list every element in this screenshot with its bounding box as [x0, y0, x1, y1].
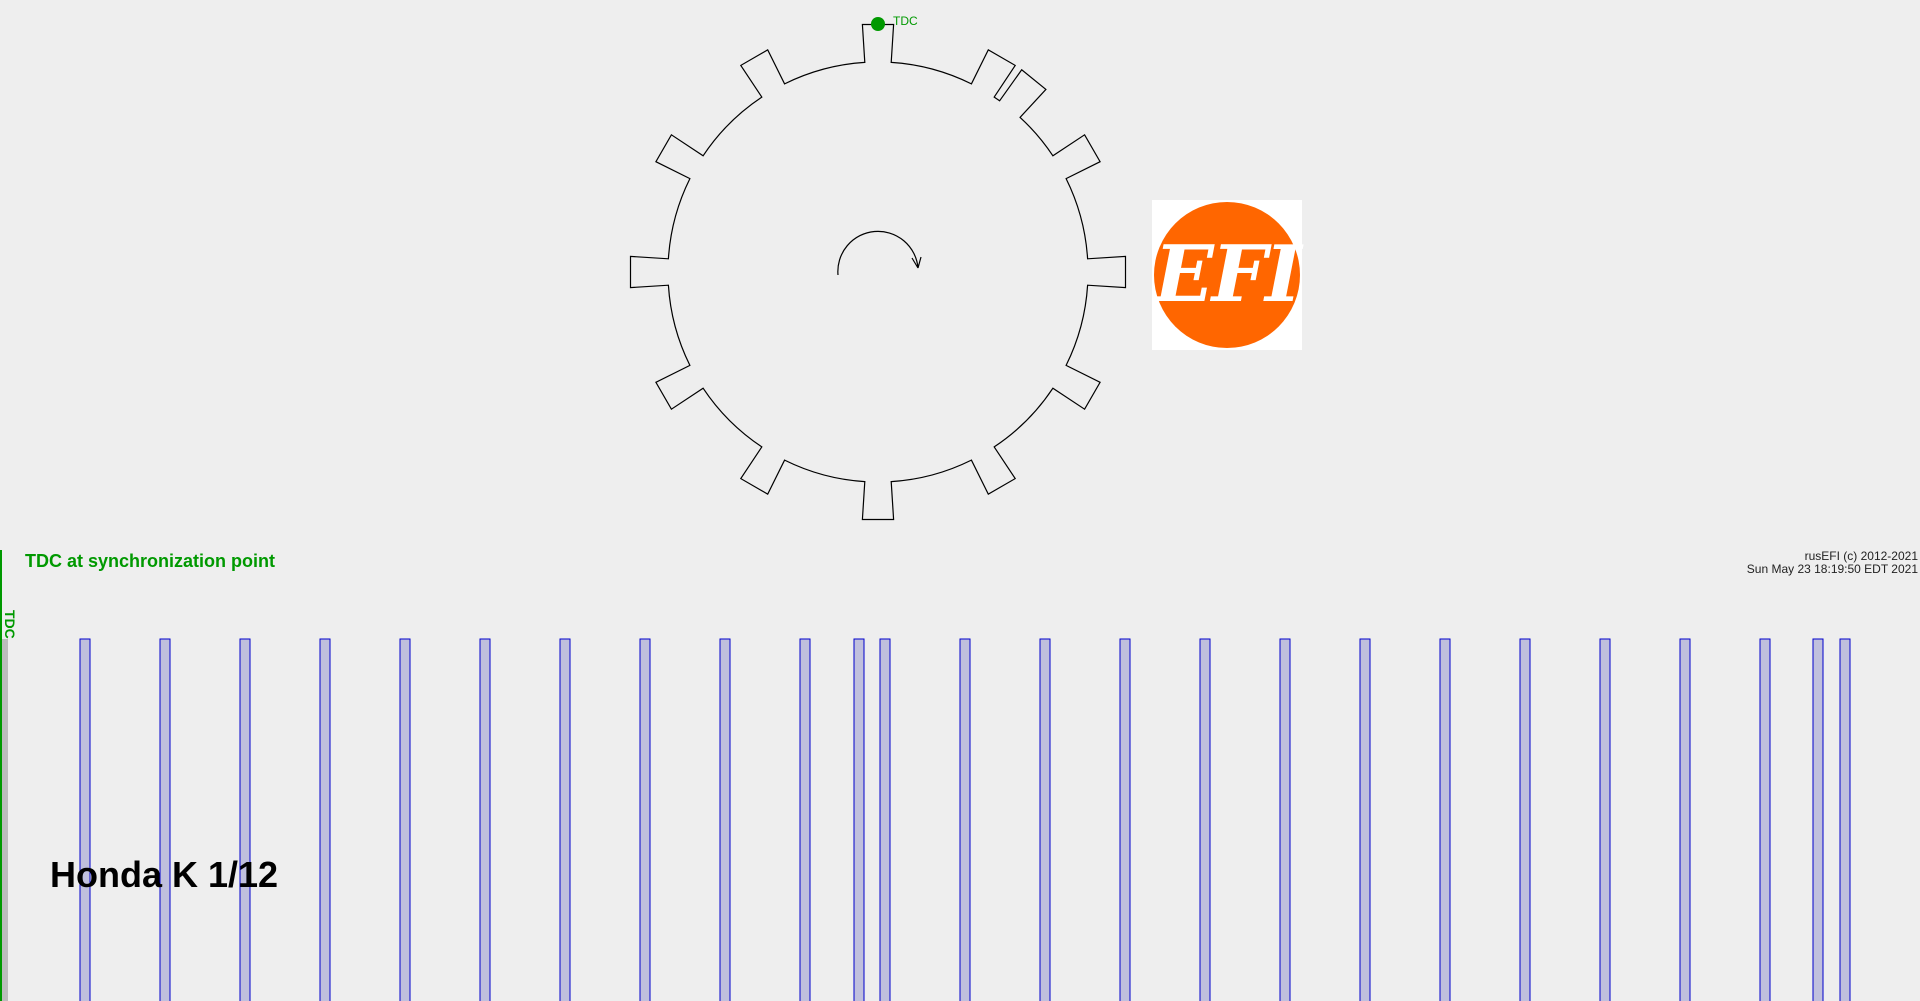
efi-logo-text: EFI: [1154, 229, 1301, 320]
trigger-tooth: [1812, 638, 1824, 1001]
trigger-tooth: [719, 638, 731, 1001]
timestamp-text: Sun May 23 18:19:50 EDT 2021: [1746, 562, 1918, 576]
rotation-arrow-icon: [837, 230, 922, 276]
trigger-tooth: [1599, 638, 1611, 1001]
trigger-tooth: [319, 638, 331, 1001]
trigger-tooth: [879, 638, 891, 1001]
trigger-tooth: [853, 638, 865, 1001]
trigger-tooth: [799, 638, 811, 1001]
tdc-marker-dot: [871, 17, 885, 31]
tdc-marker-label: TDC: [893, 14, 918, 28]
efi-logo-circle: EFI: [1154, 202, 1302, 348]
trigger-teeth: [0, 550, 1851, 1001]
trigger-tooth: [1759, 638, 1771, 1001]
trigger-tooth: [1679, 638, 1691, 1001]
trigger-tooth: [159, 638, 171, 1001]
trigger-tooth: [79, 638, 91, 1001]
trigger-tooth: [239, 638, 251, 1001]
trigger-tooth: [559, 638, 571, 1001]
trigger-tooth: [1279, 638, 1291, 1001]
copyright-text: rusEFI (c) 2012-2021: [1804, 549, 1918, 563]
trigger-tooth: [1519, 638, 1531, 1001]
trigger-wheel: [629, 17, 1127, 521]
trigger-tooth: [399, 638, 411, 1001]
trigger-tooth: [1439, 638, 1451, 1001]
trigger-tooth: [1839, 638, 1851, 1001]
trigger-wheel-diagram: [629, 17, 1127, 521]
trigger-tooth: [959, 638, 971, 1001]
trigger-tooth: [1119, 638, 1131, 1001]
trigger-name-label: Honda K 1/12: [50, 854, 279, 895]
wheel-outline: [629, 23, 1127, 521]
trigger-tooth: [479, 638, 491, 1001]
trigger-tooth: [1199, 638, 1211, 1001]
trigger-sync-title: TDC at synchronization point: [25, 551, 275, 571]
trigger-tooth: [1039, 638, 1051, 1001]
copyright-block: rusEFI (c) 2012-2021 Sun May 23 18:19:50…: [1747, 550, 1918, 576]
trigger-tooth: [639, 638, 651, 1001]
sync-tooth: [2, 639, 8, 1001]
tdc-axis-label: TDC: [2, 610, 18, 639]
efi-logo: EFI: [1152, 200, 1302, 350]
trigger-waveform: [0, 550, 1851, 1001]
trigger-tooth: [1359, 638, 1371, 1001]
